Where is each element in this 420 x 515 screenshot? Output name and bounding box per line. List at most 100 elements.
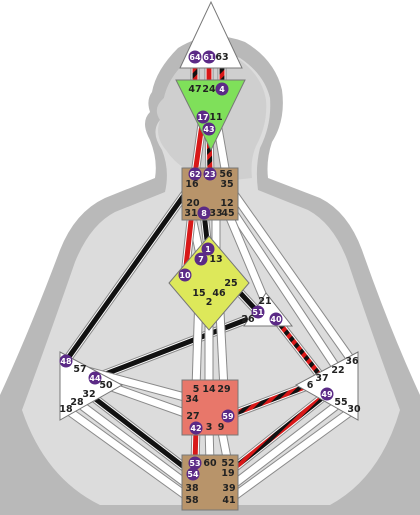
gate-8-label: 8 xyxy=(201,209,207,218)
gate-7-label: 7 xyxy=(198,255,204,264)
gate-42-label: 42 xyxy=(190,424,201,433)
gate-49-label: 49 xyxy=(321,390,333,399)
gate-37-label: 37 xyxy=(315,373,328,384)
gate-1-activation-dot xyxy=(201,242,215,256)
gate-64-activation-dot xyxy=(188,50,202,64)
gate-16-label: 16 xyxy=(185,179,199,190)
gate-50-label: 50 xyxy=(99,380,113,391)
gate-27-label: 27 xyxy=(186,411,199,422)
gate-36-label: 36 xyxy=(345,356,359,367)
gate-44-activation-dot xyxy=(88,371,102,385)
channel-32-54-activation xyxy=(87,392,195,476)
channel-49-19-activation xyxy=(226,392,329,475)
gate-62-label: 62 xyxy=(189,170,200,179)
gate-54-label: 54 xyxy=(187,470,199,479)
gate-58-label: 58 xyxy=(185,495,199,506)
center-spleen xyxy=(59,351,124,421)
gate-45-label: 45 xyxy=(221,208,234,219)
gate-40-activation-dot xyxy=(269,312,283,326)
channel-12-22-track xyxy=(224,201,341,372)
gate-29-label: 29 xyxy=(217,384,230,395)
gate-51-label: 51 xyxy=(252,308,264,317)
channel-50-27-track xyxy=(104,381,195,420)
channel-59-6-activation xyxy=(227,382,311,419)
gate-43-label: 43 xyxy=(203,125,214,134)
gate-8-activation-dot xyxy=(197,206,211,220)
gate-56-label: 56 xyxy=(219,169,233,180)
gate-1-label: 1 xyxy=(205,245,211,254)
gate-41-label: 41 xyxy=(222,495,235,506)
gate-3-label: 3 xyxy=(206,422,213,433)
gate-5-label: 5 xyxy=(193,384,200,395)
gate-59-activation-dot xyxy=(221,409,235,423)
gate-10-label: 10 xyxy=(179,271,191,280)
gate-48-activation-dot xyxy=(59,354,73,368)
gate-59-label: 59 xyxy=(222,412,234,421)
gate-48-label: 48 xyxy=(60,357,72,366)
gate-34-label: 34 xyxy=(185,394,199,405)
gate-57-label: 57 xyxy=(73,364,86,375)
gate-52-label: 52 xyxy=(221,458,234,469)
gate-14-label: 14 xyxy=(202,384,216,395)
gate-32-label: 32 xyxy=(82,389,95,400)
gate-61-label: 61 xyxy=(203,53,215,62)
channel-45-21-track xyxy=(224,211,269,303)
gate-11-label: 11 xyxy=(209,112,222,123)
gate-51-activation-dot xyxy=(251,305,265,319)
channel-18-58-track xyxy=(63,406,195,503)
gate-55-label: 55 xyxy=(334,397,347,408)
gate-2-label: 2 xyxy=(206,297,213,308)
center-ajna xyxy=(175,79,246,152)
channel-55-39-track xyxy=(226,399,344,491)
channel-30-41-track xyxy=(226,406,357,503)
center-g xyxy=(168,235,250,331)
gate-10-activation-dot xyxy=(178,268,192,282)
gate-54-activation-dot xyxy=(186,467,200,481)
gate-63-label: 63 xyxy=(215,52,228,63)
gate-4-label: 4 xyxy=(219,85,225,94)
gate-61-activation-dot xyxy=(202,50,216,64)
gate-17-activation-dot xyxy=(196,110,210,124)
gate-18-label: 18 xyxy=(59,404,73,415)
gate-22-label: 22 xyxy=(331,365,344,376)
gate-64-label: 64 xyxy=(189,53,201,62)
gate-62-activation-dot xyxy=(188,167,202,181)
gate-43-activation-dot xyxy=(202,122,216,136)
gate-19-label: 19 xyxy=(221,468,234,479)
gate-4-activation-dot xyxy=(215,82,229,96)
gate-6-label: 6 xyxy=(307,380,314,391)
gate-23-label: 23 xyxy=(204,170,215,179)
gate-40-label: 40 xyxy=(270,315,282,324)
gate-12-label: 12 xyxy=(220,198,233,209)
gate-20-label: 20 xyxy=(186,198,200,209)
gate-26-label: 26 xyxy=(241,314,255,325)
gate-17-label: 17 xyxy=(197,113,208,122)
gate-33-label: 33 xyxy=(209,208,222,219)
gate-28-label: 28 xyxy=(70,397,84,408)
gate-38-label: 38 xyxy=(185,483,199,494)
gate-46-label: 46 xyxy=(212,288,226,299)
channel-16-48-activation xyxy=(63,182,195,363)
gate-42-activation-dot xyxy=(189,421,203,435)
gate-35-label: 35 xyxy=(220,179,233,190)
gate-53-label: 53 xyxy=(189,459,200,468)
channel-35-36-track xyxy=(224,181,355,364)
center-solar-plexus xyxy=(294,351,359,421)
gate-24-label: 24 xyxy=(202,84,216,95)
gate-44-label: 44 xyxy=(89,374,101,383)
gate-39-label: 39 xyxy=(222,483,235,494)
gate-21-label: 21 xyxy=(258,296,271,307)
gate-23-activation-dot xyxy=(203,167,217,181)
gate-60-label: 60 xyxy=(203,458,217,469)
gate-30-label: 30 xyxy=(347,404,361,415)
channel-28-38-track xyxy=(74,399,195,491)
gate-47-label: 47 xyxy=(188,84,201,95)
gate-31-label: 31 xyxy=(184,208,197,219)
gate-53-activation-dot xyxy=(188,456,202,470)
channel-40-37-activation xyxy=(274,317,324,380)
gate-7-activation-dot xyxy=(194,252,208,266)
gate-13-label: 13 xyxy=(209,254,222,265)
gate-15-label: 15 xyxy=(192,288,205,299)
